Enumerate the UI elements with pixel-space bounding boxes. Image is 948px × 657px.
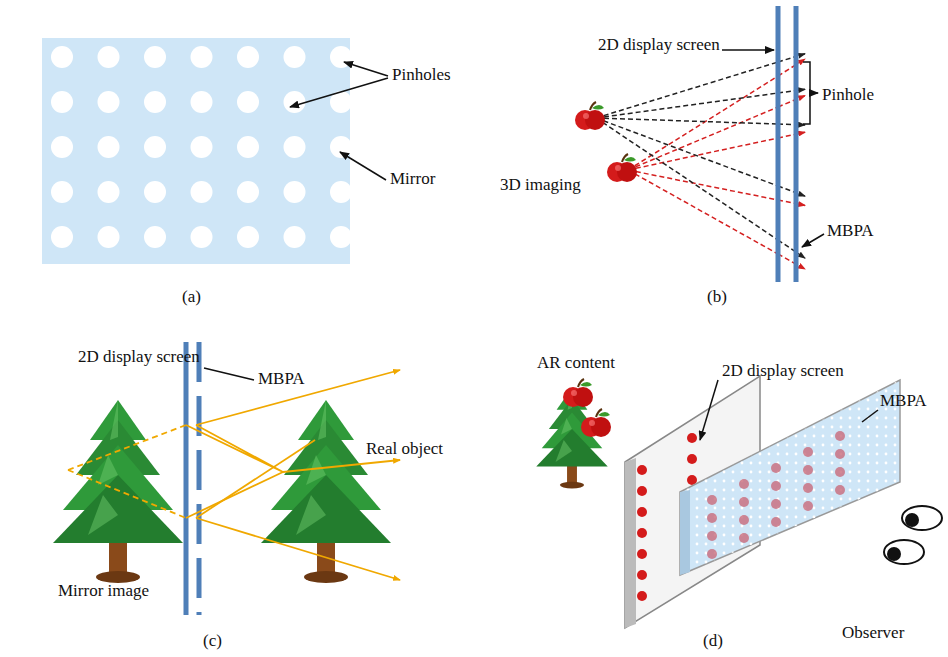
part-label: 3D imaging [500, 176, 581, 195]
part-label: 2D display screen [78, 348, 200, 367]
panel-caption: (c) [203, 632, 222, 651]
panel-caption: (a) [182, 288, 201, 307]
part-label: Observer [842, 624, 904, 643]
panel-caption: (d) [703, 632, 723, 651]
mirror-plate [42, 38, 350, 264]
part-label: Real object [366, 440, 443, 459]
part-label: Mirror [390, 170, 435, 189]
part-label: MBPA [880, 392, 927, 411]
part-label: MBPA [827, 222, 874, 241]
panel-caption: (b) [707, 288, 727, 307]
part-label: 2D display screen [598, 36, 720, 55]
part-label: Mirror image [58, 582, 149, 601]
pinhole-array [51, 46, 352, 248]
part-label: 2D display screen [722, 362, 844, 381]
mbpa-panel [680, 380, 900, 575]
part-label: Pinhole [822, 86, 874, 105]
observer-eyes [884, 506, 942, 564]
part-label: MBPA [258, 370, 305, 389]
light-rays [596, 54, 805, 269]
part-label: AR content [537, 354, 615, 373]
part-label: Pinholes [392, 66, 451, 85]
